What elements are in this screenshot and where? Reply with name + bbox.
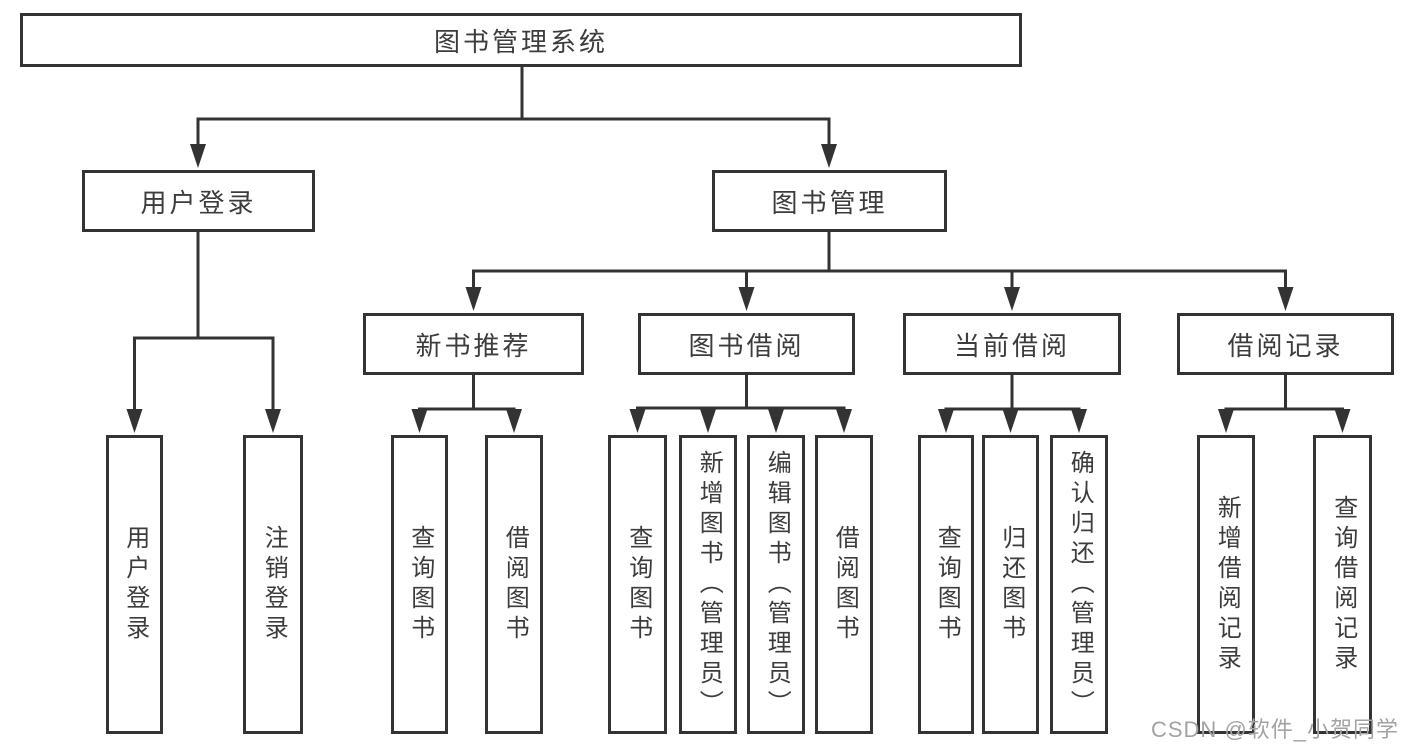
node-book-management-branch: 图书管理	[712, 170, 947, 232]
leaf-borrow-books-borrowing: 借阅图书	[815, 435, 873, 734]
leaf-label: 查询借阅记录	[1329, 494, 1357, 675]
leaf-label: 查询图书	[933, 524, 961, 645]
csdn-watermark: CSDN @软件_小贺同学	[1150, 717, 1399, 742]
leaf-label: 归还图书	[997, 524, 1025, 645]
leaf-label: 查询图书	[624, 524, 652, 645]
leaf-label: 借阅图书	[831, 524, 859, 645]
leaf-query-borrow-record: 查询借阅记录	[1313, 435, 1372, 734]
leaf-label: 编辑图书（管理员）	[763, 449, 791, 720]
node-library-management-system: 图书管理系统	[20, 13, 1022, 67]
leaf-user-login: 用户登录	[106, 435, 163, 734]
leaf-label: 新增借阅记录	[1213, 494, 1241, 675]
node-user-login-branch: 用户登录	[82, 170, 315, 232]
node-current-borrowing: 当前借阅	[903, 313, 1121, 375]
node-new-book-recommendation: 新书推荐	[363, 313, 584, 375]
leaf-query-books-borrowing: 查询图书	[608, 435, 667, 734]
leaf-add-borrow-record: 新增借阅记录	[1197, 435, 1255, 734]
node-borrowing-records: 借阅记录	[1177, 313, 1394, 375]
leaf-query-books-current: 查询图书	[918, 435, 974, 734]
leaf-label: 用户登录	[121, 524, 149, 645]
leaf-query-books-recommend: 查询图书	[391, 435, 448, 734]
leaf-label: 借阅图书	[501, 524, 529, 645]
leaf-confirm-return-admin: 确认归还（管理员）	[1050, 435, 1108, 734]
leaf-edit-book-admin: 编辑图书（管理员）	[747, 435, 805, 734]
leaf-label: 注销登录	[260, 524, 288, 645]
leaf-logout: 注销登录	[243, 435, 303, 734]
leaf-label: 查询图书	[406, 524, 434, 645]
leaf-label: 确认归还（管理员）	[1066, 449, 1094, 720]
node-book-borrowing: 图书借阅	[638, 313, 855, 375]
leaf-label: 新增图书（管理员）	[695, 449, 723, 720]
leaf-add-book-admin: 新增图书（管理员）	[679, 435, 737, 734]
leaf-return-book: 归还图书	[982, 435, 1039, 734]
leaf-borrow-books-recommend: 借阅图书	[485, 435, 543, 734]
